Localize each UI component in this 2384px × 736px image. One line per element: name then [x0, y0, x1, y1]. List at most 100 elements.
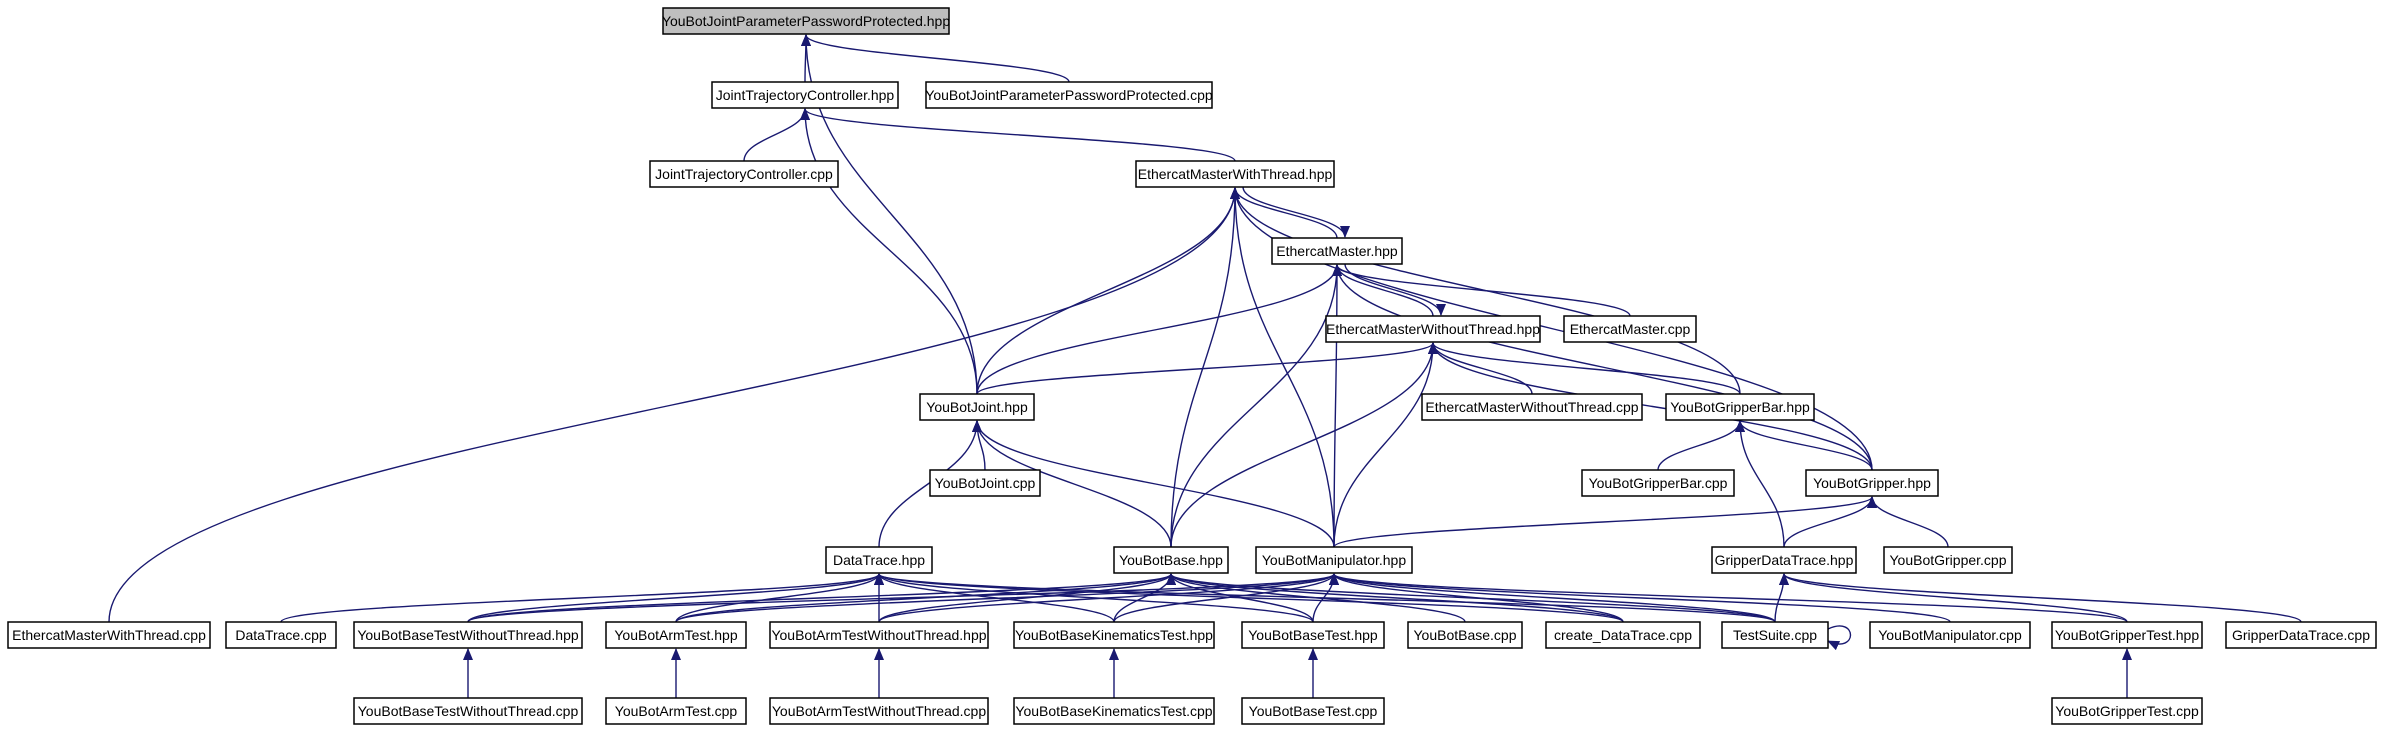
- node-box[interactable]: [1563, 315, 1697, 343]
- node-label: YouBotBaseKinematicsTest.hpp: [1015, 627, 1213, 643]
- node-box[interactable]: [1135, 160, 1335, 188]
- node-cdt-cpp[interactable]: create_DataTrace.cpp: [1545, 621, 1701, 649]
- node-label: YouBotBaseTestWithoutThread.cpp: [358, 703, 579, 719]
- node-box[interactable]: [1883, 546, 2013, 574]
- node-ybg-hpp[interactable]: YouBotGripper.hpp: [1805, 469, 1939, 497]
- node-box[interactable]: [1241, 621, 1385, 649]
- node-ybbase-hpp[interactable]: YouBotBase.hpp: [1113, 546, 1229, 574]
- node-jtc-hpp[interactable]: JointTrajectoryController.hpp: [711, 81, 899, 109]
- edge-ybg_hpp-to-ybgb_hpp: [1735, 420, 1873, 471]
- edge-ts_cpp-to-ts_cpp: [1827, 625, 1852, 651]
- node-box[interactable]: [1013, 621, 1215, 649]
- node-ybgb-hpp[interactable]: YouBotGripperBar.hpp: [1665, 393, 1815, 421]
- edge-ybman_hpp-to-emwt_hpp: [1230, 187, 1335, 548]
- node-box[interactable]: [2225, 621, 2377, 649]
- edge-ybbase_hpp-to-em_hpp: [1170, 264, 1342, 548]
- node-box[interactable]: [353, 621, 583, 649]
- node-label: YouBotBaseTestWithoutThread.hpp: [357, 627, 579, 643]
- node-box[interactable]: [929, 469, 1041, 497]
- node-ybatwt-hpp[interactable]: YouBotArmTestWithoutThread.hpp: [769, 621, 989, 649]
- node-box[interactable]: [649, 160, 839, 188]
- node-em-cpp[interactable]: EthercatMaster.cpp: [1563, 315, 1697, 343]
- node-label: YouBotGripper.cpp: [1889, 552, 2006, 568]
- node-ybbtwt-cpp[interactable]: YouBotBaseTestWithoutThread.cpp: [353, 697, 583, 725]
- node-box[interactable]: [919, 393, 1035, 421]
- node-ybjppp-cpp[interactable]: YouBotJointParameterPasswordProtected.cp…: [925, 81, 1213, 109]
- node-box[interactable]: [925, 81, 1213, 109]
- node-box[interactable]: [1325, 315, 1541, 343]
- node-box[interactable]: [1805, 469, 1939, 497]
- node-label: YouBotJointParameterPasswordProtected.hp…: [662, 13, 950, 29]
- node-box[interactable]: [1545, 621, 1701, 649]
- node-ybjoint-cpp[interactable]: YouBotJoint.cpp: [929, 469, 1041, 497]
- node-box[interactable]: [1421, 393, 1643, 421]
- node-ybjoint-hpp[interactable]: YouBotJoint.hpp: [919, 393, 1035, 421]
- node-ybbkt-hpp[interactable]: YouBotBaseKinematicsTest.hpp: [1013, 621, 1215, 649]
- node-dt-hpp[interactable]: DataTrace.hpp: [825, 546, 933, 574]
- node-label: YouBotGripperBar.hpp: [1670, 399, 1810, 415]
- node-emwot-hpp[interactable]: EthercatMasterWithoutThread.hpp: [1325, 315, 1541, 343]
- node-label: EthercatMasterWithoutThread.hpp: [1326, 321, 1540, 337]
- edge-emwt_hpp-to-em_hpp: [1242, 186, 1350, 238]
- node-box[interactable]: [1665, 393, 1815, 421]
- node-box[interactable]: [1869, 621, 2031, 649]
- edge-ybgb_cpp-to-ybgb_hpp: [1657, 420, 1745, 471]
- node-box[interactable]: [353, 697, 583, 725]
- node-label: YouBotArmTestWithoutThread.hpp: [771, 627, 986, 643]
- node-ybatwt-cpp[interactable]: YouBotArmTestWithoutThread.cpp: [769, 697, 989, 725]
- node-label: GripperDataTrace.hpp: [1715, 552, 1854, 568]
- node-ybbt-hpp[interactable]: YouBotBaseTest.hpp: [1241, 621, 1385, 649]
- node-box[interactable]: [7, 621, 211, 649]
- node-emwot-cpp[interactable]: EthercatMasterWithoutThread.cpp: [1421, 393, 1643, 421]
- node-gdt-cpp[interactable]: GripperDataTrace.cpp: [2225, 621, 2377, 649]
- node-root[interactable]: YouBotJointParameterPasswordProtected.hp…: [662, 7, 950, 35]
- node-ybg-cpp[interactable]: YouBotGripper.cpp: [1883, 546, 2013, 574]
- node-gdt-hpp[interactable]: GripperDataTrace.hpp: [1711, 546, 1857, 574]
- node-ybman-hpp[interactable]: YouBotManipulator.hpp: [1255, 546, 1413, 574]
- node-box[interactable]: [769, 621, 989, 649]
- node-dt-cpp[interactable]: DataTrace.cpp: [225, 621, 337, 649]
- node-box[interactable]: [1255, 546, 1413, 574]
- node-box[interactable]: [1113, 546, 1229, 574]
- node-emwt-cpp[interactable]: EthercatMasterWithThread.cpp: [7, 621, 211, 649]
- node-ts-cpp[interactable]: TestSuite.cpp: [1721, 621, 1829, 649]
- node-box[interactable]: [2051, 621, 2203, 649]
- node-box[interactable]: [662, 7, 950, 35]
- node-box[interactable]: [1013, 697, 1215, 725]
- node-ybgt-hpp[interactable]: YouBotGripperTest.hpp: [2051, 621, 2203, 649]
- node-label: YouBotArmTest.hpp: [614, 627, 737, 643]
- node-emwt-hpp[interactable]: EthercatMasterWithThread.hpp: [1135, 160, 1335, 188]
- node-ybgb-cpp[interactable]: YouBotGripperBar.cpp: [1581, 469, 1735, 497]
- node-box[interactable]: [1271, 237, 1403, 265]
- edge-ybbase_cpp-to-ybbase_hpp: [1166, 573, 1466, 623]
- node-ybbase-cpp[interactable]: YouBotBase.cpp: [1407, 621, 1523, 649]
- node-ybat-cpp[interactable]: YouBotArmTest.cpp: [605, 697, 747, 725]
- edge-ybg_hpp-to-emwot_hpp: [1428, 342, 1873, 471]
- node-box[interactable]: [605, 621, 747, 649]
- node-box[interactable]: [1407, 621, 1523, 649]
- node-ybbtwt-hpp[interactable]: YouBotBaseTestWithoutThread.hpp: [353, 621, 583, 649]
- node-box[interactable]: [769, 697, 989, 725]
- node-ybat-hpp[interactable]: YouBotArmTest.hpp: [605, 621, 747, 649]
- edge-ybjoint_hpp-to-emwt_hpp: [976, 187, 1240, 395]
- edge-ybatwt_hpp-to-ybman_hpp: [878, 573, 1339, 623]
- node-box[interactable]: [1711, 546, 1857, 574]
- node-ybbt-cpp[interactable]: YouBotBaseTest.cpp: [1241, 697, 1385, 725]
- node-box[interactable]: [2051, 697, 2203, 725]
- node-em-hpp[interactable]: EthercatMaster.hpp: [1271, 237, 1403, 265]
- node-box[interactable]: [1241, 697, 1385, 725]
- edge-em_hpp-to-emwt_hpp: [1230, 187, 1338, 239]
- node-box[interactable]: [711, 81, 899, 109]
- node-ybbkt-cpp[interactable]: YouBotBaseKinematicsTest.cpp: [1013, 697, 1215, 725]
- node-box[interactable]: [1721, 621, 1829, 649]
- node-box[interactable]: [825, 546, 933, 574]
- edge-jtc_cpp-to-jtc_hpp: [743, 108, 810, 162]
- node-label: GripperDataTrace.cpp: [2232, 627, 2370, 643]
- node-box[interactable]: [1581, 469, 1735, 497]
- node-box[interactable]: [225, 621, 337, 649]
- node-ybgt-cpp[interactable]: YouBotGripperTest.cpp: [2051, 697, 2203, 725]
- node-label: YouBotBaseTest.cpp: [1249, 703, 1378, 719]
- node-ybman-cpp[interactable]: YouBotManipulator.cpp: [1869, 621, 2031, 649]
- node-jtc-cpp[interactable]: JointTrajectoryController.cpp: [649, 160, 839, 188]
- node-box[interactable]: [605, 697, 747, 725]
